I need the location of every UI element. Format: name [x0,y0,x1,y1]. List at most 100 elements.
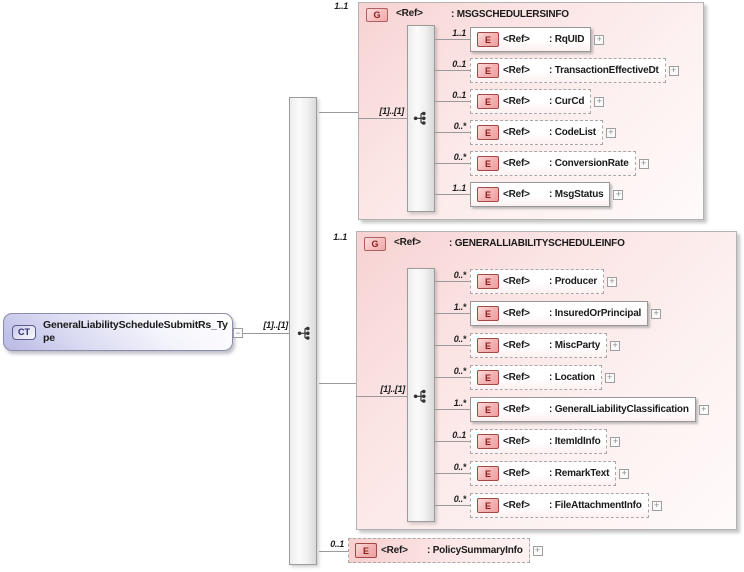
occurrence-label: 0..1 [452,430,466,440]
element-ref-label: <Ref> [503,372,530,383]
sequence-compositor-icon[interactable] [413,110,429,126]
complextype-node[interactable]: CT GeneralLiabilityScheduleSubmitRs_Type [3,313,233,351]
element-codelist[interactable]: E <Ref> : CodeList + [470,120,616,145]
element-node[interactable]: E <Ref> : ConversionRate [470,151,636,176]
group-ref-label: <Ref> [396,8,423,19]
element-node[interactable]: E <Ref> : PolicySummaryInfo [348,538,530,563]
element-rquid[interactable]: E <Ref> : RqUID + [470,27,605,52]
sequence-compositor-icon[interactable] [413,388,429,404]
expand-icon[interactable]: + [613,189,624,200]
element-miscparty[interactable]: E <Ref> : MiscParty + [470,333,621,358]
sequence-compositor-icon[interactable] [297,325,313,341]
occurrence-label: 0..* [453,462,467,472]
group-header[interactable]: G <Ref> : GENERALLIABILITYSCHEDULEINFO [357,232,736,251]
element-node[interactable]: E <Ref> : GeneralLiabilityClassification [470,397,696,422]
expand-icon[interactable]: + [698,404,709,415]
group-header[interactable]: G <Ref> : MSGSCHEDULERSINFO [359,3,703,22]
element-badge: E [477,498,499,513]
element-itemidinfo[interactable]: E <Ref> : ItemIdInfo + [470,429,621,454]
element-node[interactable]: E <Ref> : InsuredOrPrincipal [470,301,649,326]
connector-line [435,505,470,506]
group-name: : MSGSCHEDULERSINFO [451,9,569,20]
element-policysummaryinfo[interactable]: E <Ref> : PolicySummaryInfo + [348,538,543,563]
element-fileattachmentinfo[interactable]: E <Ref> : FileAttachmentInfo + [470,493,662,518]
element-remarktext[interactable]: E <Ref> : RemarkText + [470,461,630,486]
element-ref-label: <Ref> [503,65,530,76]
connector-line [435,194,470,195]
element-ref-label: <Ref> [503,127,530,138]
expand-icon[interactable]: + [610,340,621,351]
group1-sequence-bar[interactable] [407,25,435,212]
element-node[interactable]: E <Ref> : CurCd [470,89,592,114]
occurrence-label: 0..1 [330,539,344,549]
expand-icon[interactable]: + [594,96,605,107]
connector-line [319,383,356,384]
expand-icon[interactable]: + [532,545,543,556]
occurrence-label: 1..1 [452,28,466,38]
group-badge: G [364,237,386,251]
expand-icon[interactable]: + [651,308,662,319]
element-ref-label: <Ref> [503,189,530,200]
element-conversionrate[interactable]: E <Ref> : ConversionRate + [470,151,649,176]
expand-icon[interactable]: + [607,276,618,287]
collapse-icon[interactable]: − [233,328,243,338]
expand-icon[interactable]: + [610,436,621,447]
element-node[interactable]: E <Ref> : RemarkText [470,461,617,486]
element-node[interactable]: E <Ref> : ItemIdInfo [470,429,608,454]
expand-icon[interactable]: + [668,65,679,76]
element-node[interactable]: E <Ref> : MsgStatus [470,182,611,207]
expand-icon[interactable]: + [651,500,662,511]
element-transactioneffectivedt[interactable]: E <Ref> : TransactionEffectiveDt + [470,58,679,83]
element-node[interactable]: E <Ref> : TransactionEffectiveDt [470,58,666,83]
element-name: : PolicySummaryInfo [427,545,523,556]
element-node[interactable]: E <Ref> : CodeList [470,120,603,145]
connector-line [356,396,407,397]
occurrence-label: 1..* [453,302,467,312]
group-ref-label: <Ref> [394,237,421,248]
element-generalliabilityclassification[interactable]: E <Ref> : GeneralLiabilityClassification… [470,397,709,422]
complextype-name: GeneralLiabilityScheduleSubmitRs_Type [43,319,228,344]
expand-icon[interactable]: + [604,372,615,383]
occurrence-label: 0..* [453,494,467,504]
expand-icon[interactable]: + [619,468,630,479]
expand-icon[interactable]: + [605,127,616,138]
element-badge: E [477,402,499,417]
element-node[interactable]: E <Ref> : Location [470,365,602,390]
element-location[interactable]: E <Ref> : Location + [470,365,615,390]
element-node[interactable]: E <Ref> : RqUID [470,27,592,52]
element-name: : ItemIdInfo [549,436,601,447]
connector-line [435,163,470,164]
expand-icon[interactable]: + [594,34,605,45]
element-node[interactable]: E <Ref> : Producer [470,269,605,294]
element-ref-label: <Ref> [503,340,530,351]
element-ref-label: <Ref> [503,34,530,45]
element-name: : FileAttachmentInfo [549,500,642,511]
occurrence-label: 0..1 [452,59,466,69]
connector-line [243,333,289,334]
element-name: : GeneralLiabilityClassification [549,404,689,415]
element-name: : Location [549,372,595,383]
element-msgstatus[interactable]: E <Ref> : MsgStatus + [470,182,624,207]
element-insuredorprincipal[interactable]: E <Ref> : InsuredOrPrincipal + [470,301,662,326]
element-name: : ConversionRate [549,158,629,169]
occurrence-label: [1]..[1] [263,320,288,330]
element-badge: E [477,32,499,47]
expand-icon[interactable]: + [638,158,649,169]
connector-line [435,345,470,346]
element-node[interactable]: E <Ref> : FileAttachmentInfo [470,493,649,518]
element-curcd[interactable]: E <Ref> : CurCd + [470,89,605,114]
occurrence-label: 0..1 [452,90,466,100]
element-badge: E [477,125,499,140]
connector-line [435,39,470,40]
element-ref-label: <Ref> [503,308,530,319]
element-name: : InsuredOrPrincipal [549,308,642,319]
occurrence-label: 1..* [453,398,467,408]
element-badge: E [477,274,499,289]
connector-line [435,377,470,378]
element-name: : TransactionEffectiveDt [549,65,659,76]
root-sequence-bar[interactable] [289,97,317,565]
group-badge: G [366,8,388,22]
element-node[interactable]: E <Ref> : MiscParty [470,333,608,358]
element-producer[interactable]: E <Ref> : Producer + [470,269,618,294]
element-name: : Producer [549,276,598,287]
